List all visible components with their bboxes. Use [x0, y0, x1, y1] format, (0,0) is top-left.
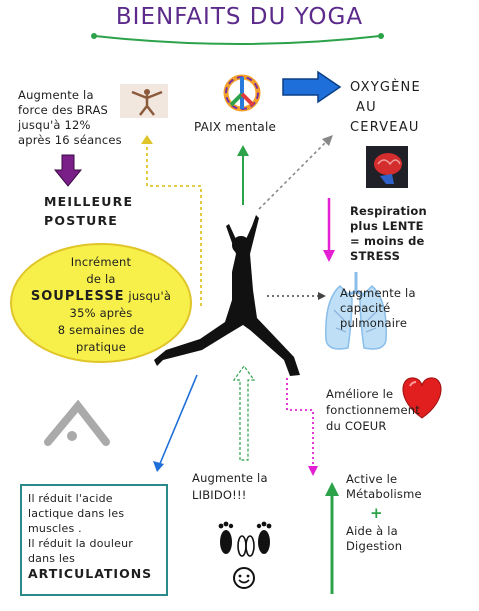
- bras-line-2: force des BRAS: [18, 103, 109, 117]
- purple-arrow: [53, 154, 83, 187]
- metabolisme-line-2: Métabolisme: [346, 487, 422, 501]
- articulations-box: Il réduit l'acide lactique dans les musc…: [20, 484, 168, 596]
- souplesse-line-3: SOUPLESSE jusqu'à: [12, 288, 190, 305]
- oxygene-line-1: OXYGÈNE: [350, 80, 421, 95]
- coeur-line-3: du COEUR: [326, 419, 387, 433]
- swoosh-dot-right: [378, 33, 384, 39]
- capacite-line-3: pulmonaire: [340, 316, 408, 330]
- posture-line-1: MEILLEURE: [44, 194, 134, 209]
- metabolisme-text: Active le Métabolisme + Aide à la Digest…: [346, 472, 466, 554]
- capacite-line-1: Augmente la: [340, 286, 416, 300]
- blue-arrow: [282, 70, 342, 104]
- oxygene-text: OXYGÈNE AU CERVEAU: [350, 78, 470, 138]
- bras-line-3: jusqu'à 12%: [18, 118, 91, 132]
- oxygene-line-2: AU: [356, 100, 377, 115]
- articulations-line-1: Il réduit l'acide: [28, 492, 113, 505]
- souplesse-line-6: pratique: [75, 340, 127, 354]
- bras-text: Augmente la force des BRAS jusqu'à 12% a…: [18, 88, 138, 148]
- respiration-text: Respiration plus LENTE = moins de STRESS: [350, 204, 470, 264]
- title-underline-swoosh: [94, 35, 381, 45]
- heart-icon: [402, 377, 442, 419]
- lungs-icon: [325, 272, 387, 350]
- bras-line-4: après 16 séances: [18, 133, 122, 147]
- oxygene-line-3: CERVEAU: [350, 120, 420, 135]
- respiration-line-1: Respiration: [350, 204, 427, 218]
- posture-line-2: POSTURE: [44, 213, 119, 228]
- libido-line-1: Augmente la: [192, 471, 268, 485]
- posture-text: MEILLEURE POSTURE: [44, 192, 154, 230]
- articulations-line-3: muscles .: [28, 522, 82, 535]
- blue-arrow-articulations: [158, 374, 198, 467]
- souplesse-ellipse: [10, 243, 192, 363]
- magenta-dotted-arrow: [286, 378, 314, 468]
- downward-dog-icon: [44, 399, 110, 446]
- plus-sign: +: [370, 504, 383, 522]
- capacite-line-2: capacité: [340, 301, 391, 315]
- respiration-line-4: STRESS: [350, 249, 401, 263]
- metabolisme-line-1: Active le: [346, 472, 398, 486]
- souplesse-tail: jusqu'à: [128, 289, 172, 303]
- articulations-line-2: lactique dans les: [28, 507, 125, 520]
- coeur-text: Améliore le fonctionnement du COEUR: [326, 386, 446, 434]
- peace-sign-icon: [223, 74, 261, 112]
- libido-line-2: LIBIDO!!!: [192, 488, 247, 502]
- yogi-silhouette: [154, 215, 300, 376]
- respiration-line-3: = moins de: [350, 234, 425, 248]
- page-title: BIENFAITS DU YOGA: [115, 4, 364, 30]
- souplesse-line-1: Incrément: [70, 255, 132, 269]
- swoosh-dot-left: [91, 33, 97, 39]
- paix-text: PAIX mentale: [194, 120, 277, 134]
- souplesse-line-2: de la: [86, 272, 116, 286]
- coeur-line-2: fonctionnement: [326, 403, 420, 417]
- articulations-line-6: ARTICULATIONS: [28, 566, 153, 581]
- yoga-pose-icon: [120, 84, 168, 118]
- souplesse-line-5: 8 semaines de: [57, 323, 145, 337]
- gray-dotted-arrow-oxygene: [258, 141, 327, 210]
- smiley-icon: [233, 567, 255, 589]
- brain-icon: [366, 146, 408, 188]
- respiration-line-2: plus LENTE: [350, 219, 424, 233]
- souplesse-text: Incrément de la SOUPLESSE jusqu'à 35% ap…: [12, 254, 190, 356]
- capacite-text: Augmente la capacité pulmonaire: [340, 286, 450, 331]
- metabolisme-line-5: Digestion: [346, 539, 403, 553]
- souplesse-line-4: 35% après: [69, 306, 133, 320]
- footprints-icon: [218, 521, 272, 557]
- libido-text: Augmente la LIBIDO!!!: [192, 470, 302, 504]
- coeur-line-1: Améliore le: [326, 387, 394, 401]
- bras-line-1: Augmente la: [18, 88, 94, 102]
- souplesse-keyword: SOUPLESSE: [30, 289, 125, 304]
- metabolisme-line-4: Aide à la: [346, 524, 398, 538]
- yellow-dotted-arrow: [146, 141, 202, 306]
- articulations-line-5: dans les: [28, 552, 76, 565]
- articulations-line-4: Il réduit la douleur: [28, 537, 133, 550]
- green-hollow-dashed-arrow: [232, 364, 256, 461]
